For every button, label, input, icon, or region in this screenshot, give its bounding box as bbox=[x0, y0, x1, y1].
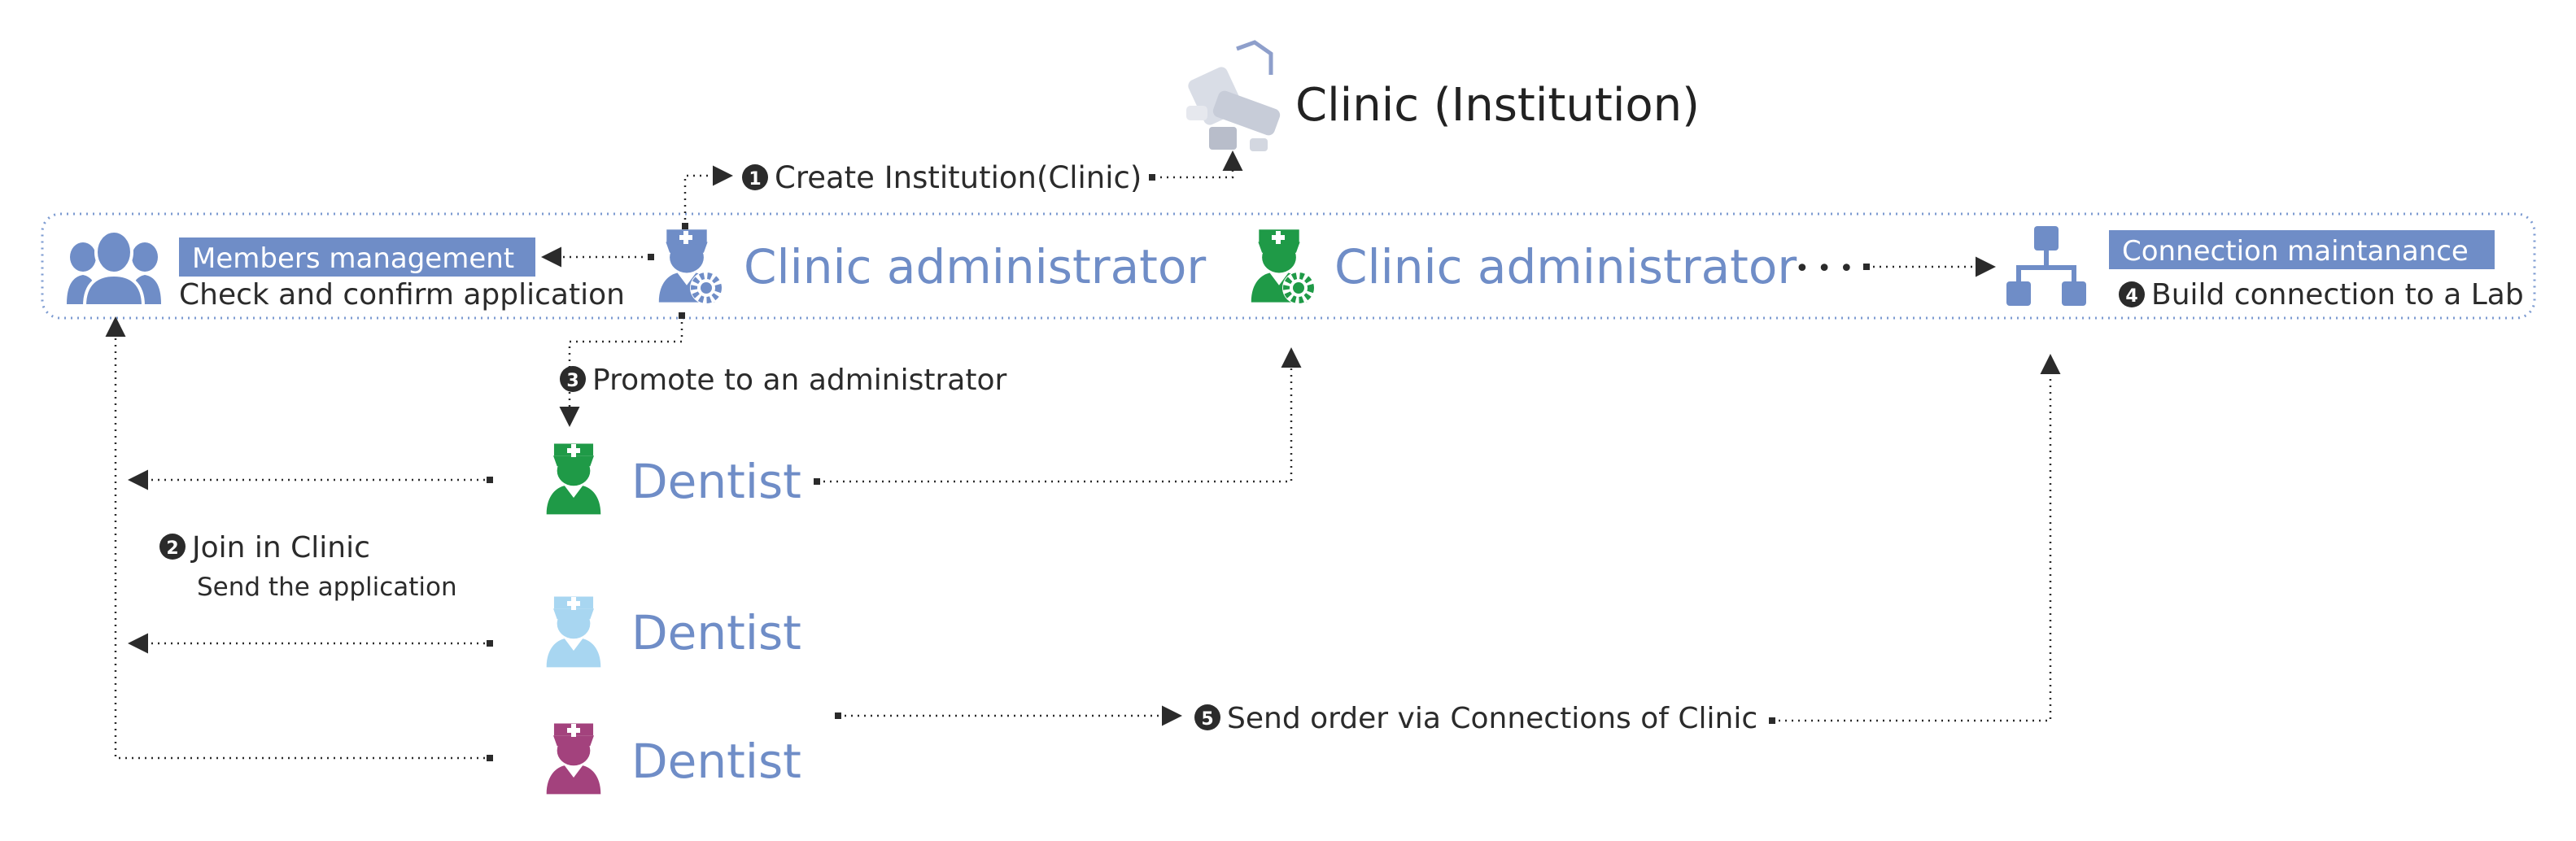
doctor-icon bbox=[546, 443, 601, 515]
doctor-icon bbox=[546, 723, 601, 795]
join-clinic-label: Join in Clinic bbox=[190, 531, 370, 564]
connector-admin-create bbox=[683, 165, 733, 226]
dental-chair-icon bbox=[1186, 40, 1281, 151]
connector-caps bbox=[487, 174, 1870, 761]
connector-create-clinic bbox=[1154, 150, 1243, 179]
step-5-number: 5 bbox=[1201, 709, 1213, 730]
ellipsis: • • • bbox=[1795, 255, 1853, 283]
step-1-number: 1 bbox=[749, 169, 761, 190]
network-icon bbox=[2006, 226, 2086, 306]
dentist-1-label: Dentist bbox=[631, 454, 801, 509]
step-3-badge bbox=[560, 366, 586, 392]
step-4-badge bbox=[2119, 281, 2145, 307]
members-description: Check and confirm application bbox=[179, 278, 625, 312]
send-application-label: Send the application bbox=[197, 573, 457, 602]
doctor-icon bbox=[546, 596, 601, 668]
clinic-administrator-1-label: Clinic administrator bbox=[744, 239, 1206, 294]
send-order-label: Send order via Connections of Clinic bbox=[1227, 702, 1757, 735]
dentist-2-label: Dentist bbox=[631, 605, 801, 660]
dentist-3-label: Dentist bbox=[631, 734, 801, 789]
step-5-badge bbox=[1194, 704, 1220, 730]
step-2-number: 2 bbox=[166, 538, 178, 559]
connector-admin-promote bbox=[559, 316, 683, 427]
connector-order-connection bbox=[1772, 354, 2061, 722]
step-3-number: 3 bbox=[566, 371, 579, 391]
members-badge bbox=[179, 237, 535, 277]
step-1-badge bbox=[742, 164, 768, 190]
connector-dentist3-members bbox=[105, 316, 491, 760]
members-badge-label: Members management bbox=[192, 242, 514, 275]
step-4-number: 4 bbox=[2125, 286, 2137, 307]
doctor-gear-icon bbox=[658, 229, 723, 304]
promote-label: Promote to an administrator bbox=[592, 364, 1006, 397]
create-institution-label: Create Institution(Clinic) bbox=[775, 160, 1142, 195]
step-2-badge bbox=[159, 534, 186, 560]
admin-band bbox=[41, 212, 2536, 320]
build-connection-label: Build connection to a Lab bbox=[2151, 278, 2524, 312]
connector-dentist1-admin2 bbox=[817, 347, 1302, 483]
connectors bbox=[105, 150, 2061, 760]
clinic-administrator-2-label: Clinic administrator bbox=[1334, 239, 1797, 294]
group-icon bbox=[67, 229, 161, 307]
connection-badge-label: Connection maintanance bbox=[2122, 235, 2469, 268]
clinic-title: Clinic (Institution) bbox=[1295, 79, 1700, 132]
connection-badge bbox=[2109, 230, 2495, 269]
doctor-gear-icon bbox=[1251, 229, 1315, 304]
